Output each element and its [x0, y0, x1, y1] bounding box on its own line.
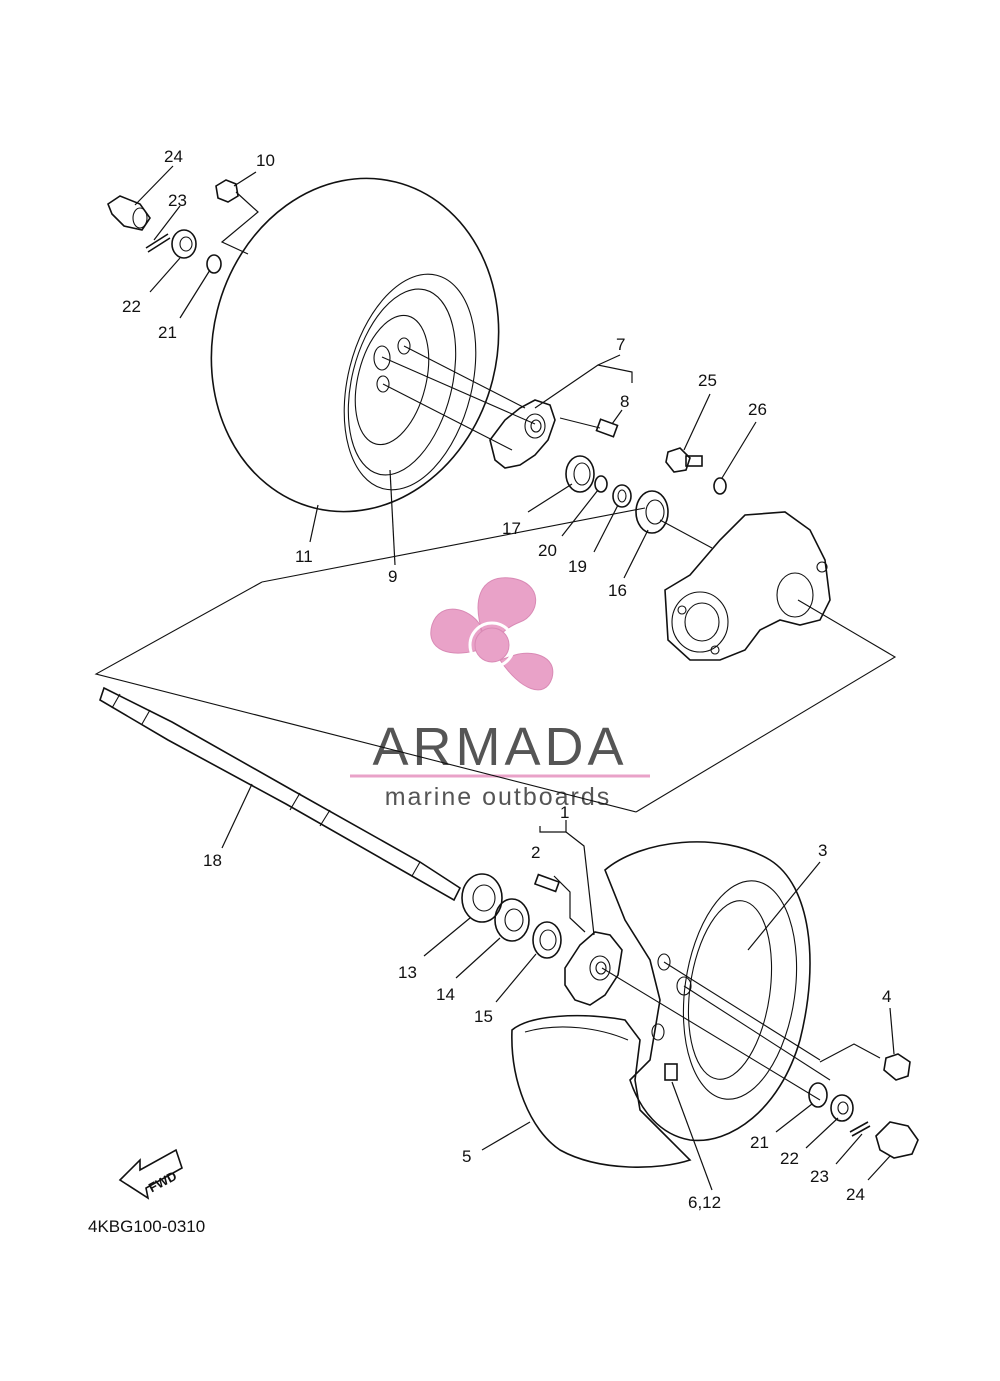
callout-17: 17 [502, 519, 521, 538]
callout-23-lower: 23 [810, 1167, 829, 1186]
armada-logo-icon [430, 577, 554, 691]
callout-13: 13 [398, 963, 417, 982]
bolt-25 [665, 447, 703, 473]
assembly-outline [94, 507, 897, 813]
bearing-13 [461, 873, 503, 923]
washer-21-upper [206, 254, 222, 274]
washer-21-lower [808, 1082, 828, 1108]
cotter-pin-23-lower [849, 1121, 871, 1137]
circlip-20 [594, 475, 608, 493]
callout-10: 10 [256, 151, 275, 170]
callout-24-upper: 24 [164, 147, 183, 166]
callout-26: 26 [748, 400, 767, 419]
callout-7: 7 [616, 335, 625, 354]
nut-10 [215, 179, 239, 203]
callout-25: 25 [698, 371, 717, 390]
bearing-16 [635, 490, 669, 534]
watermark-brand: ARMADA [372, 717, 627, 777]
watermark-tagline: marine outboards [385, 783, 612, 811]
callout-labels: 24 10 23 22 21 7 8 25 26 17 20 19 16 11 … [122, 147, 891, 1212]
bolt-2 [533, 873, 561, 893]
castle-nut-22-upper [171, 229, 197, 259]
callout-11: 11 [295, 547, 313, 566]
cotter-pin-23-upper [145, 233, 171, 253]
fwd-label: FWD [146, 1168, 179, 1195]
nut-4 [883, 1053, 911, 1081]
callout-22-upper: 22 [122, 297, 141, 316]
washer-26 [713, 477, 727, 495]
callout-5: 5 [462, 1147, 471, 1166]
callout-1: 1 [560, 803, 569, 822]
cap-24-lower [875, 1121, 919, 1159]
wheel-half-3 [604, 841, 811, 1142]
diagram-code: 4KBG100-0310 [88, 1217, 205, 1236]
wheel-stud-6 [664, 1063, 678, 1081]
callout-9: 9 [388, 567, 397, 586]
hub-upper [489, 399, 556, 469]
final-gear-case [664, 511, 831, 661]
seal-14 [494, 898, 530, 942]
callout-19: 19 [568, 557, 587, 576]
fwd-arrow-icon: FWD [118, 1148, 183, 1200]
callout-6-12: 6,12 [688, 1193, 721, 1212]
callout-8: 8 [620, 392, 629, 411]
cap-24-upper [107, 195, 151, 231]
seal-19 [612, 484, 632, 508]
bolt-8 [559, 417, 619, 438]
callout-22-lower: 22 [780, 1149, 799, 1168]
callout-18: 18 [203, 851, 222, 870]
callout-3: 3 [818, 841, 827, 860]
bearing-17 [565, 455, 595, 493]
castle-nut-22-lower [830, 1094, 854, 1122]
callout-21-upper: 21 [158, 323, 177, 342]
hub-lower [564, 931, 623, 1006]
callout-20: 20 [538, 541, 557, 560]
callout-15: 15 [474, 1007, 493, 1026]
rear-tire-upper [210, 177, 500, 513]
callout-2: 2 [531, 843, 540, 862]
wheel-half-5 [511, 1014, 692, 1168]
callout-24-lower: 24 [846, 1185, 865, 1204]
leader-lines [134, 165, 895, 1191]
rear-axle [99, 686, 462, 902]
callout-21-lower: 21 [750, 1133, 769, 1152]
callout-23-upper: 23 [168, 191, 187, 210]
callout-14: 14 [436, 985, 455, 1004]
callout-4: 4 [882, 987, 891, 1006]
seal-15 [532, 921, 562, 959]
callout-16: 16 [608, 581, 627, 600]
